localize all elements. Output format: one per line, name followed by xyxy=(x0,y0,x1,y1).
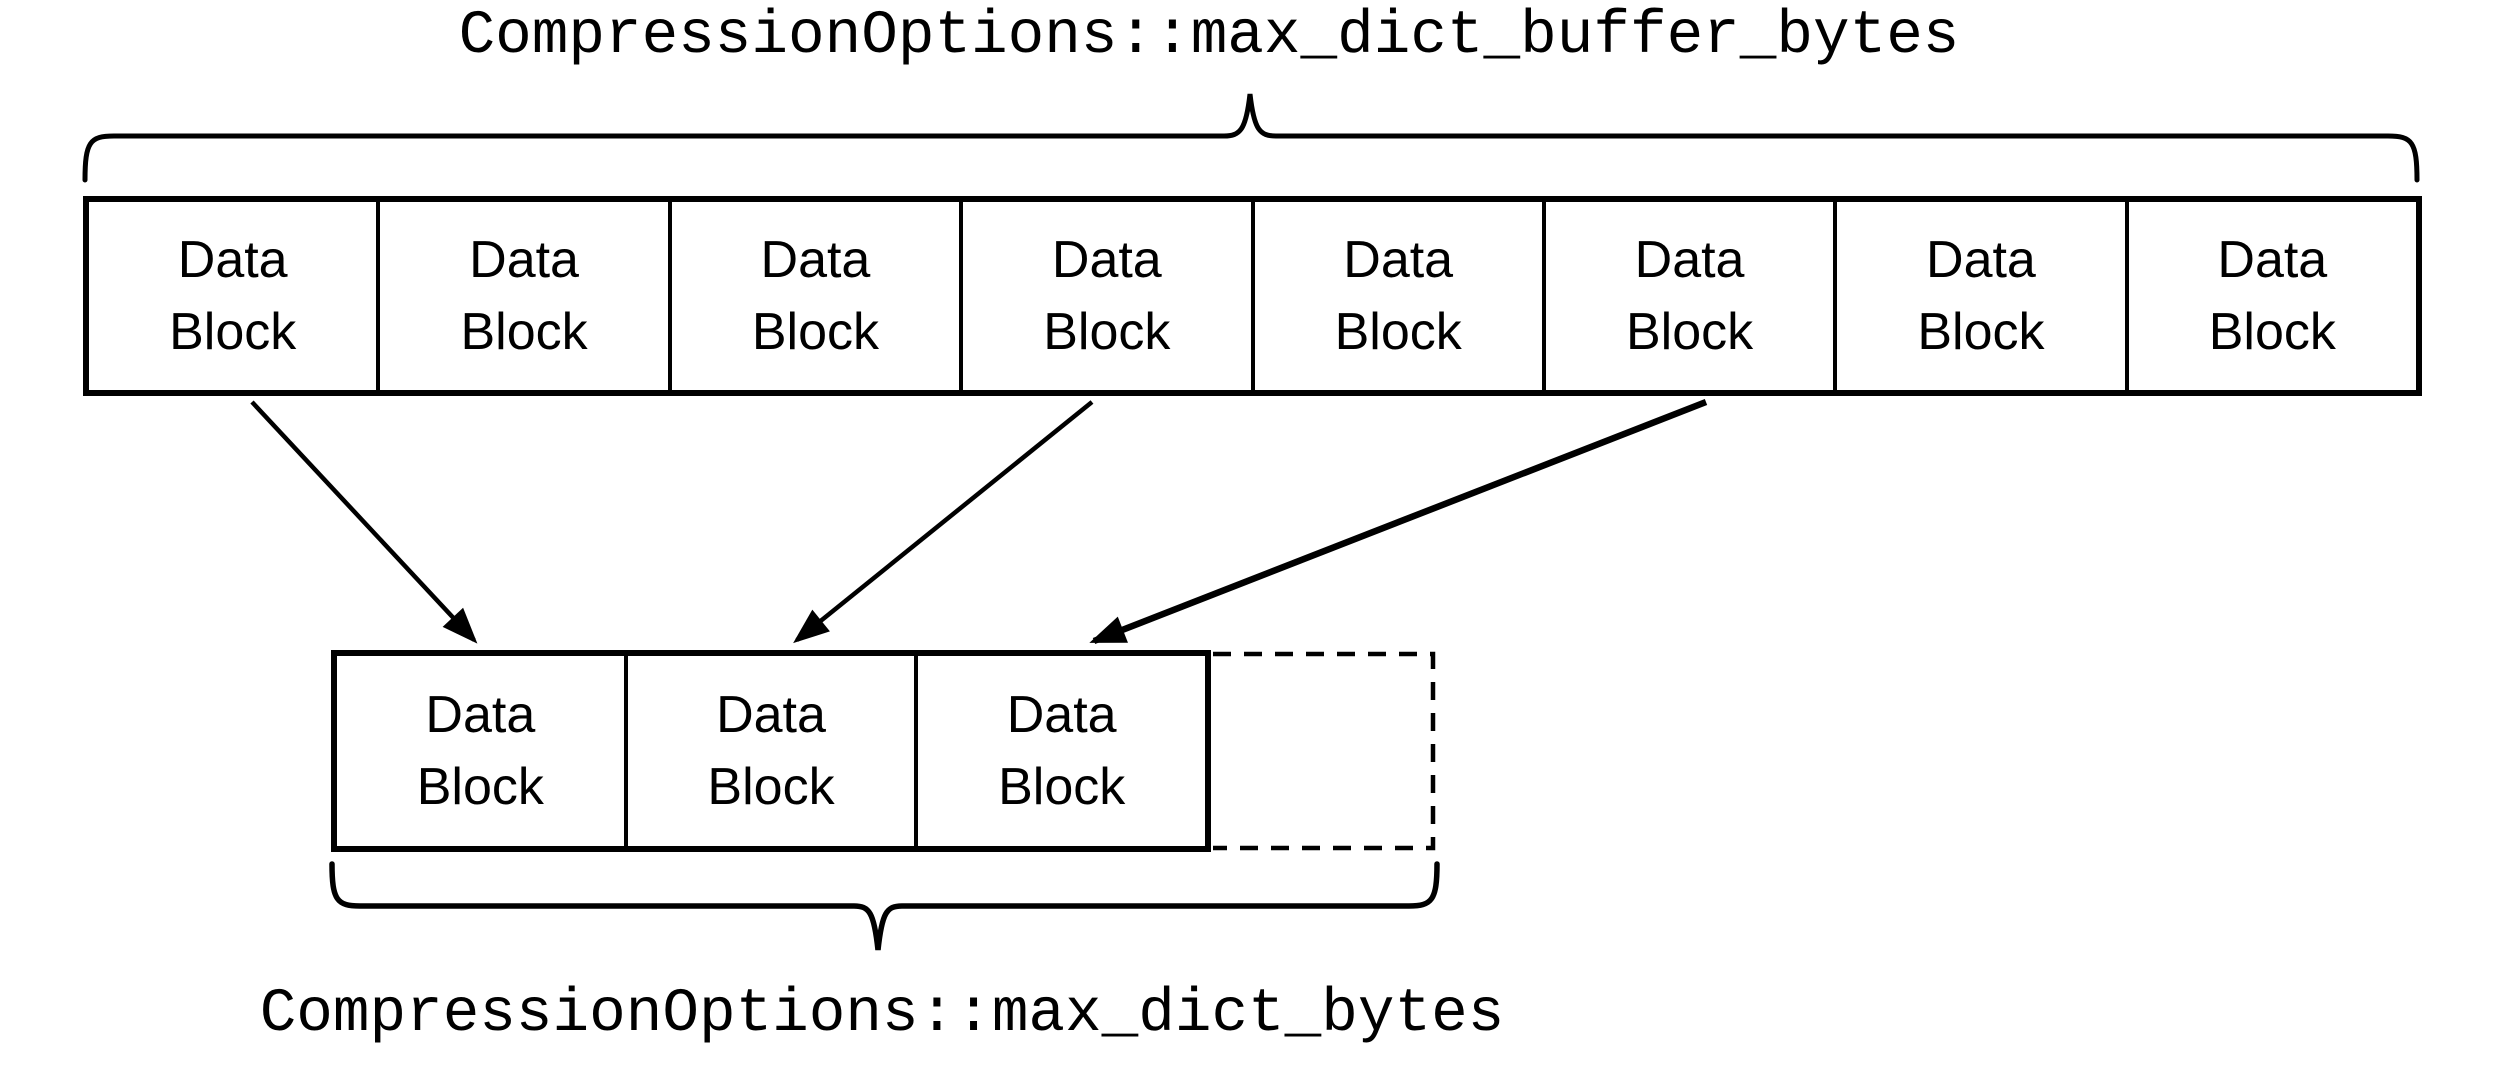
top-data-block-1: Data Block xyxy=(89,202,376,390)
top-data-block-6: Data Block xyxy=(1541,202,1833,390)
arrow-1 xyxy=(250,400,478,644)
bottom-block-row: Data Block Data Block Data Block xyxy=(331,650,1211,852)
bottom-brace xyxy=(329,861,1440,951)
top-buffer-bytes-label: CompressionOptions::max_dict_buffer_byte… xyxy=(458,2,1960,71)
arrow-3 xyxy=(1089,398,1708,645)
block-label: Data xyxy=(425,686,536,744)
dashed-placeholder-block xyxy=(1213,651,1436,851)
block-label: Block xyxy=(1917,303,2045,361)
block-label: Data xyxy=(177,231,288,289)
block-label: Data xyxy=(1634,231,1745,289)
block-label: Block xyxy=(1334,303,1462,361)
bottom-data-block-3: Data Block xyxy=(914,656,1205,846)
block-label: Data xyxy=(1051,231,1162,289)
top-data-block-2: Data Block xyxy=(376,202,667,390)
top-data-block-4: Data Block xyxy=(959,202,1250,390)
block-label: Block xyxy=(751,303,880,361)
block-label: Block xyxy=(2208,303,2336,361)
block-label: Data xyxy=(2217,231,2328,289)
block-label: Block xyxy=(998,758,1126,816)
top-data-block-8: Data Block xyxy=(2124,202,2416,390)
top-block-row: Data Block Data Block Data Block Data Bl… xyxy=(83,196,2422,396)
block-label: Data xyxy=(469,231,579,289)
block-label: Data xyxy=(1926,231,2036,289)
block-label: Data xyxy=(760,231,871,289)
top-brace xyxy=(82,93,2420,183)
block-label: Block xyxy=(1625,303,1754,361)
block-label: Data xyxy=(1006,686,1117,744)
block-label: Block xyxy=(169,303,297,361)
arrow-2 xyxy=(793,400,1094,644)
bottom-data-block-2: Data Block xyxy=(623,656,915,846)
block-label: Data xyxy=(1343,231,1454,289)
top-data-block-7: Data Block xyxy=(1833,202,2124,390)
block-label: Data xyxy=(716,686,826,744)
block-label: Block xyxy=(1043,303,1171,361)
block-label: Block xyxy=(416,758,544,816)
block-label: Block xyxy=(460,303,588,361)
block-label: Block xyxy=(707,758,835,816)
bottom-dict-bytes-label: CompressionOptions::max_dict_bytes xyxy=(259,980,1505,1049)
top-data-block-3: Data Block xyxy=(667,202,959,390)
bottom-data-block-1: Data Block xyxy=(337,656,624,846)
top-data-block-5: Data Block xyxy=(1250,202,1542,390)
